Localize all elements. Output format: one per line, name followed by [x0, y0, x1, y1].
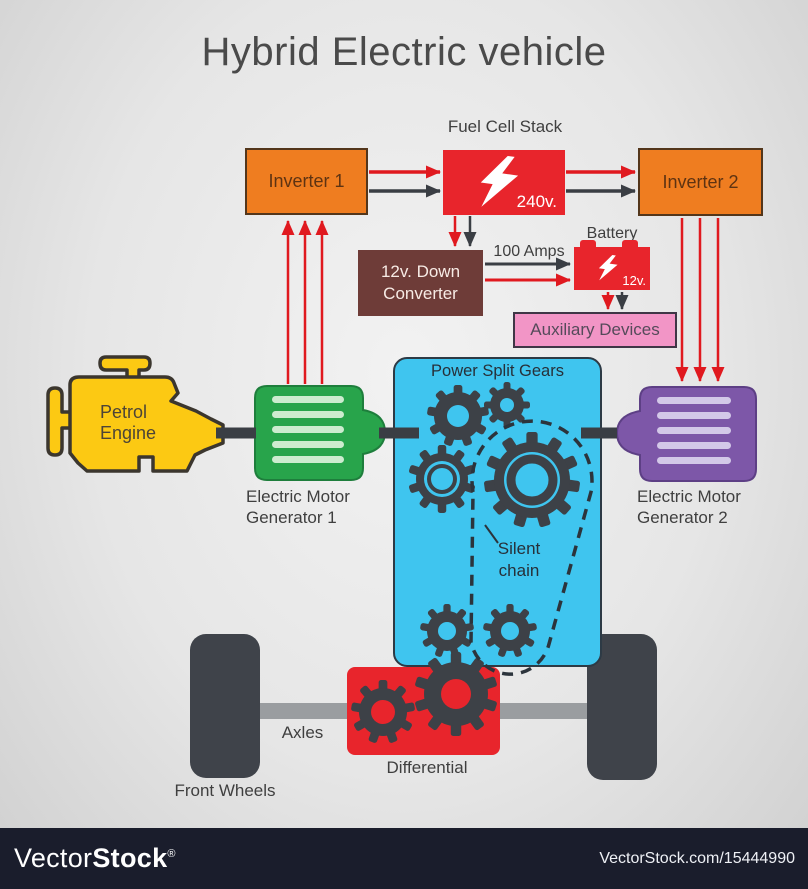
electric-motor-2-icon	[615, 386, 757, 482]
axles-label: Axles	[281, 723, 324, 742]
petrol-engine-line2: Engine	[100, 423, 157, 444]
fuel-cell-voltage: 240v.	[516, 192, 557, 211]
auxiliary-devices-label: Auxiliary Devices	[530, 320, 660, 339]
inverter-1-label: Inverter 1	[268, 171, 345, 191]
down-converter-line1: 12v. Down	[380, 261, 461, 281]
lightning-bolt-icon	[480, 155, 519, 207]
power-split-gears-box	[393, 357, 602, 667]
differential-label: Differential	[386, 758, 468, 777]
petrol-engine-icon	[46, 355, 225, 473]
petrol-engine-line1: Petrol	[100, 402, 148, 422]
fuel-cell-stack-box: 240v.	[443, 150, 565, 215]
motor-vent-stripes	[657, 397, 731, 464]
battery-box: 12v.	[574, 240, 650, 290]
down-converter-box: 12v. Down Converter	[358, 250, 483, 316]
auxiliary-devices-box: Auxiliary Devices	[513, 312, 677, 348]
motor-1-label: Electric Motor Generator 1	[246, 486, 350, 529]
petrol-engine-label: Petrol Engine	[100, 402, 156, 444]
differential-box	[347, 667, 500, 755]
motor-vent-stripes	[272, 396, 344, 463]
fuel-cell-stack-label: Fuel Cell Stack	[447, 117, 563, 136]
amps-label: 100 Amps	[493, 243, 565, 260]
battery-label: Battery	[586, 225, 638, 242]
battery-voltage: 12v.	[622, 273, 646, 288]
motor-1-line2: Generator 1	[246, 508, 337, 528]
registered-mark: ®	[167, 848, 176, 860]
power-split-gears-label: Power Split Gears	[431, 362, 564, 380]
watermark-url: VectorStock.com/15444990	[599, 849, 795, 867]
silent-chain-line2: chain	[498, 561, 540, 581]
silent-chain-label: Silent chain	[479, 538, 559, 582]
inverter2-to-motor2-arrows	[675, 218, 725, 382]
down-converter-label: 12v. Down Converter	[381, 261, 460, 305]
battery-terminal-right	[622, 240, 638, 248]
motor-1-line1: Electric Motor	[246, 487, 350, 506]
motor-2-label: Electric Motor Generator 2	[637, 486, 741, 529]
front-wheels-label: Front Wheels	[174, 781, 276, 800]
electric-motor-1-icon	[254, 385, 387, 481]
inverter-2-box: Inverter 2	[638, 148, 763, 216]
motor1-to-inverter1-arrows	[281, 220, 329, 384]
battery-terminal-left	[580, 240, 596, 248]
logo-bold-part: Stock	[92, 843, 168, 873]
vectorstock-logo: VectorStock®	[14, 843, 176, 874]
motor-2-line2: Generator 2	[637, 508, 728, 528]
down-converter-line2: Converter	[383, 284, 458, 303]
front-wheel-left	[190, 634, 260, 778]
motor-2-line1: Electric Motor	[637, 487, 741, 506]
inverter-2-label: Inverter 2	[662, 171, 739, 192]
logo-light-part: Vector	[14, 843, 93, 873]
watermark-bar: VectorStock® VectorStock.com/15444990	[0, 828, 808, 889]
lightning-bolt-icon	[598, 254, 618, 281]
inverter-1-box: Inverter 1	[245, 148, 368, 215]
silent-chain-line1: Silent	[497, 539, 541, 558]
page-title: Hybrid Electric vehicle	[201, 30, 607, 74]
